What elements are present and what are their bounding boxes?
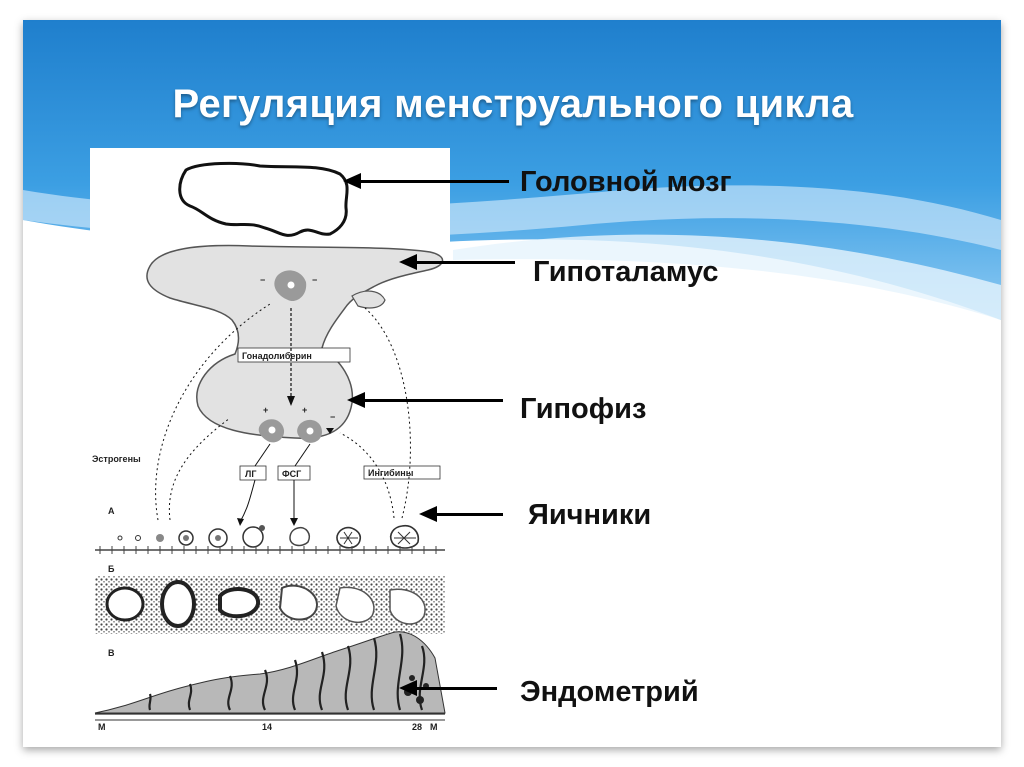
svg-text:−: − <box>312 275 317 285</box>
ovaries-arrow <box>435 513 503 516</box>
regulation-diagram: − − Гонадолиберин + + − ЛГ ФСГ <box>90 148 450 738</box>
estrogens-label: Эстрогены <box>92 454 141 464</box>
hypothalamus-arrow <box>415 261 515 264</box>
svg-text:−: − <box>260 275 265 285</box>
endometrial-glands <box>148 633 426 711</box>
pituitary-cell-fsh <box>297 419 322 443</box>
fsh-label: ФСГ <box>282 469 301 479</box>
section-v-label: В <box>108 648 115 658</box>
lh-label: ЛГ <box>245 469 256 479</box>
day-28-label: 28 <box>412 722 422 732</box>
brain-arrow <box>359 180 509 183</box>
endometrium-profile <box>94 631 446 714</box>
gonadoliberin-label: Гонадолиберин <box>242 351 312 361</box>
menses-label-end: М <box>430 722 438 732</box>
arrow-head-icon <box>399 254 417 270</box>
arrow-head-icon <box>399 680 417 696</box>
slide: Регуляция менструального цикла − − Гонад… <box>23 20 1001 747</box>
brain-shape <box>178 161 349 237</box>
slide-title: Регуляция менструального цикла <box>172 82 854 126</box>
pituitary-cell-lh <box>258 419 285 443</box>
day-14-label: 14 <box>262 722 272 732</box>
label-pituitary: Гипофиз <box>520 393 647 425</box>
day-ruler <box>99 546 437 554</box>
label-endometrium: Эндометрий <box>520 676 699 708</box>
arrow-head-icon <box>419 506 437 522</box>
menses-label-start: М <box>98 722 106 732</box>
hypothalamus-shape <box>146 244 444 439</box>
section-b-label: Б <box>108 564 115 574</box>
endometrium-arrow <box>415 687 497 690</box>
svg-text:−: − <box>330 412 335 422</box>
follicle-row <box>117 524 420 549</box>
histology-strip <box>95 576 445 634</box>
median-eminence-shape <box>351 290 386 309</box>
arrow-head-icon <box>343 173 361 189</box>
inhibins-label: Ингибины <box>368 468 414 478</box>
label-hypothalamus: Гипоталамус <box>533 256 719 288</box>
pituitary-arrow <box>363 399 503 402</box>
label-brain: Головной мозг <box>520 166 732 198</box>
svg-text:+: + <box>263 405 268 415</box>
section-a-label: А <box>108 506 115 516</box>
svg-text:+: + <box>302 405 307 415</box>
arrow-head-icon <box>347 392 365 408</box>
label-ovaries: Яичники <box>528 499 652 531</box>
